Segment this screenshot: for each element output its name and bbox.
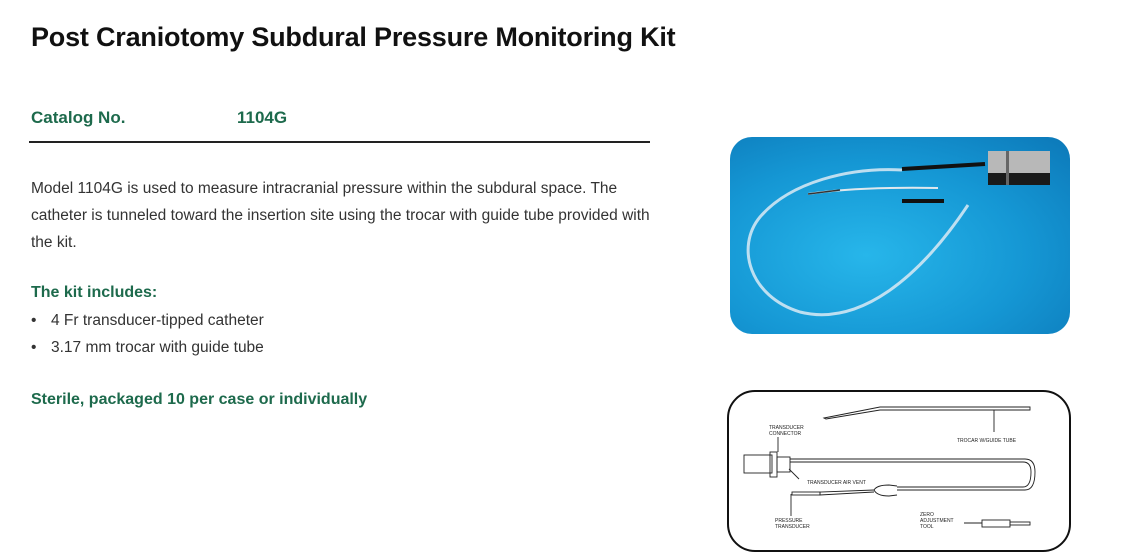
kit-schematic: TRANSDUCER CONNECTOR TROCAR W/GUIDE TUBE… — [743, 406, 1036, 530]
kit-heading: The kit includes: — [31, 284, 158, 301]
kit-list: 4 Fr transducer-tipped catheter 3.17 mm … — [31, 307, 264, 361]
label-pressure-transducer-1: PRESSURE — [775, 518, 803, 524]
list-item: 3.17 mm trocar with guide tube — [31, 334, 264, 361]
page-title: Post Craniotomy Subdural Pressure Monito… — [31, 22, 676, 52]
label-zero-tool-2: ADJUSTMENT — [920, 518, 954, 524]
product-description: Model 1104G is used to measure intracran… — [31, 180, 650, 251]
label-zero-tool-1: ZERO — [920, 512, 934, 518]
label-transducer-connector-2: CONNECTOR — [769, 431, 802, 437]
catalog-number: 1104G — [237, 108, 288, 127]
divider — [29, 141, 650, 143]
label-trocar: TROCAR W/GUIDE TUBE — [957, 438, 1017, 444]
sterile-note: Sterile, packaged 10 per case or individ… — [31, 391, 368, 408]
catalog-label: Catalog No. — [31, 108, 126, 127]
label-pressure-transducer-2: TRANSDUCER — [775, 524, 810, 530]
list-item: 4 Fr transducer-tipped catheter — [31, 307, 264, 334]
product-photo — [730, 137, 1070, 334]
kit-diagram: TRANSDUCER CONNECTOR TROCAR W/GUIDE TUBE… — [727, 390, 1071, 552]
label-zero-tool-3: TOOL — [920, 524, 934, 530]
label-air-vent: TRANSDUCER AIR VENT — [807, 480, 866, 486]
label-transducer-connector-1: TRANSDUCER — [769, 425, 804, 431]
catheter-photo-illustration — [746, 151, 1050, 317]
